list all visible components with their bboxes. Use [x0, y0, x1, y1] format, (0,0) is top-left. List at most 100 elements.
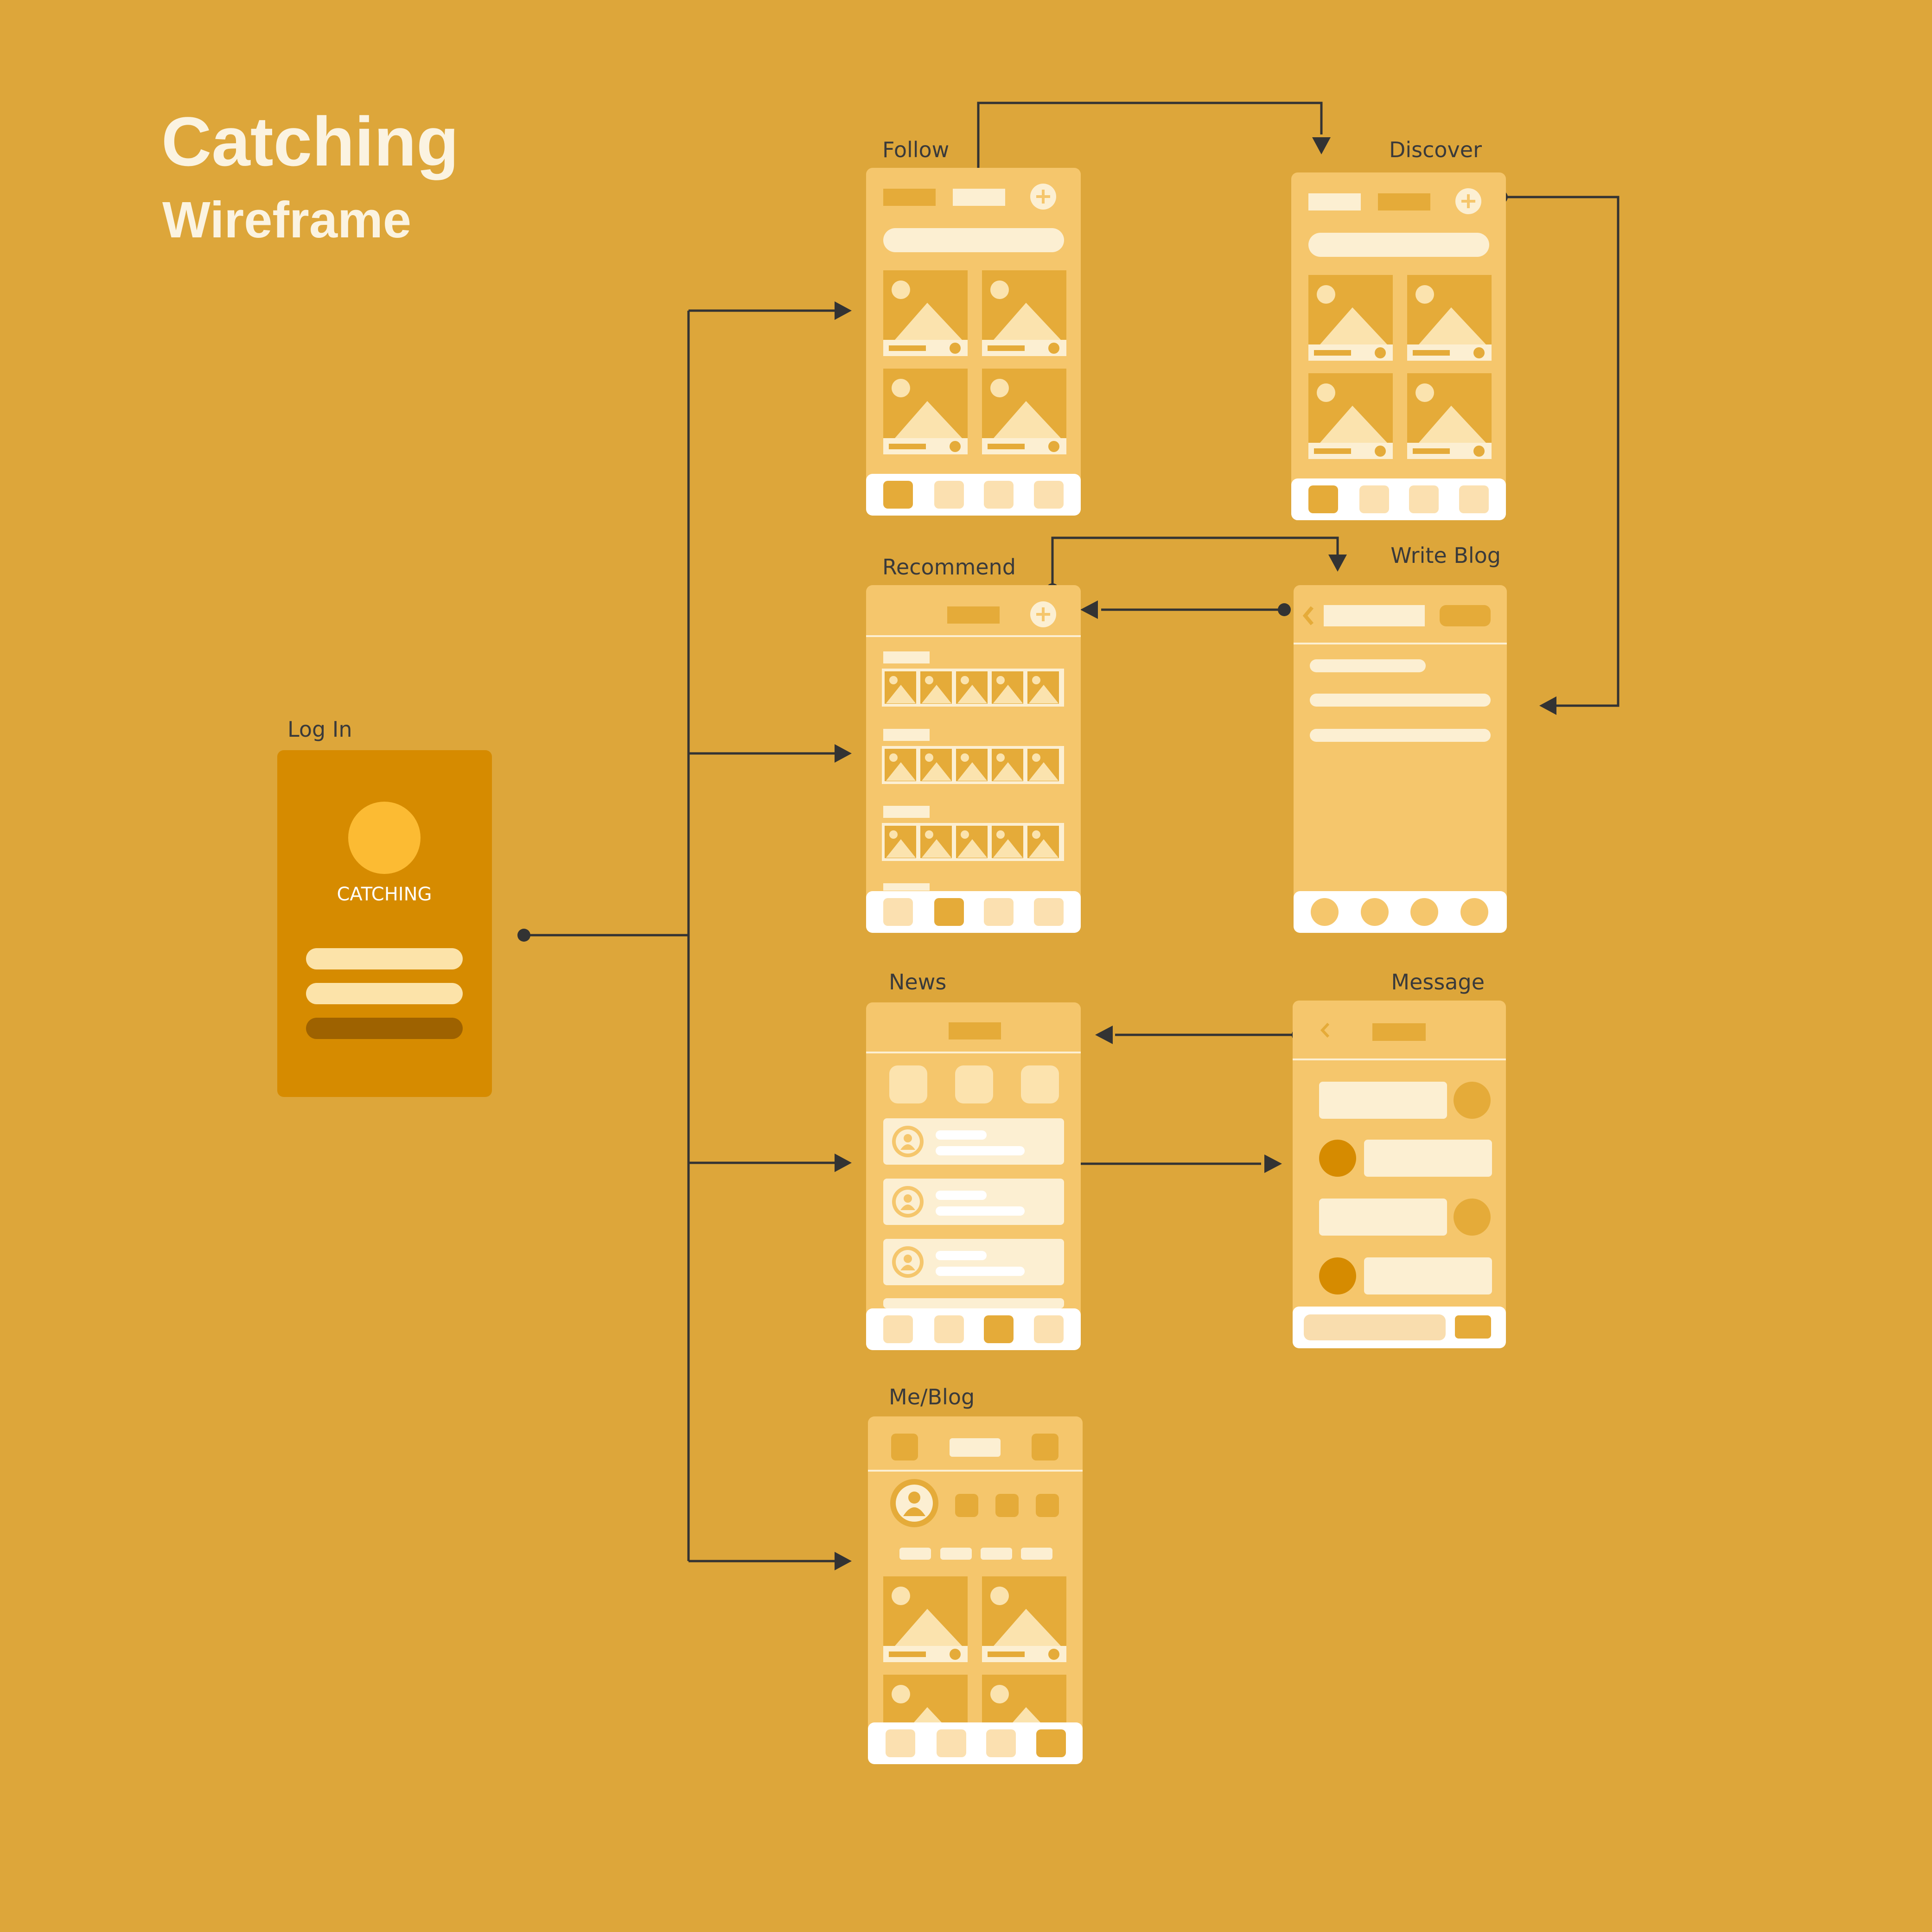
nav-icon-me[interactable] [1034, 898, 1064, 926]
avatar [1319, 1257, 1356, 1294]
format-icon[interactable] [1311, 898, 1339, 926]
bottom-nav [866, 474, 1081, 516]
profile-tab[interactable] [940, 1548, 972, 1560]
chat-bubble-received [1364, 1257, 1492, 1294]
nav-icon-home[interactable] [883, 1315, 913, 1343]
page-header [949, 1022, 1001, 1039]
screen-label-login: Log In [287, 717, 352, 742]
news-item[interactable] [883, 1179, 1064, 1225]
screen-follow[interactable] [866, 168, 1081, 516]
nav-icon-me[interactable] [1034, 481, 1064, 509]
blog-title-field[interactable] [1324, 605, 1425, 626]
nav-icon-me[interactable] [1034, 1315, 1064, 1343]
nav-icon-news[interactable] [984, 481, 1014, 509]
search-input[interactable] [1308, 233, 1489, 257]
nav-icon-recommend[interactable] [934, 481, 964, 509]
screen-label-message: Message [1391, 969, 1485, 995]
back-arrow-icon[interactable] [1320, 1022, 1330, 1038]
nav-icon-me[interactable] [1036, 1729, 1066, 1757]
page-title: Catching [161, 102, 459, 180]
news-item[interactable] [883, 1239, 1064, 1285]
nav-icon-home[interactable] [883, 898, 913, 926]
stat-icon[interactable] [1036, 1494, 1059, 1517]
message-input[interactable] [1304, 1314, 1446, 1340]
profile-tab[interactable] [981, 1548, 1012, 1560]
chat-bubble-received [1364, 1140, 1492, 1177]
nav-icon-recommend[interactable] [934, 898, 964, 926]
tab-discover[interactable] [1378, 193, 1430, 210]
nav-icon-home[interactable] [1308, 485, 1338, 513]
text-line [1310, 694, 1491, 707]
profile-avatar[interactable] [890, 1479, 938, 1527]
editor-toolbar [1294, 891, 1507, 933]
screen-me-blog[interactable] [868, 1416, 1083, 1764]
image-icon[interactable] [1361, 898, 1389, 926]
screen-news[interactable] [866, 1002, 1081, 1350]
text-line [1310, 659, 1426, 672]
nav-icon-news[interactable] [984, 898, 1014, 926]
tab-discover[interactable] [953, 189, 1005, 206]
profile-tab[interactable] [899, 1548, 931, 1560]
nav-icon-me[interactable] [1459, 485, 1489, 513]
page-header [950, 1438, 1001, 1457]
add-icon[interactable] [1455, 188, 1481, 214]
screen-message[interactable] [1293, 1001, 1506, 1348]
screen-label-write-blog: Write Blog [1390, 543, 1501, 568]
nav-icon-recommend[interactable] [937, 1729, 966, 1757]
avatar [1454, 1082, 1491, 1119]
avatar [1319, 1140, 1356, 1177]
login-button[interactable] [306, 1018, 463, 1039]
chat-bubble-sent [1319, 1199, 1447, 1236]
screen-write-blog[interactable] [1294, 585, 1507, 933]
text-line [1310, 729, 1491, 742]
logo-circle [348, 802, 421, 874]
stat-icon[interactable] [995, 1494, 1019, 1517]
bottom-nav [866, 1308, 1081, 1350]
password-field[interactable] [306, 983, 463, 1004]
category-likes[interactable] [889, 1065, 927, 1103]
page-header [947, 606, 1000, 624]
add-icon[interactable] [1030, 184, 1056, 210]
screen-recommend[interactable] [866, 585, 1081, 933]
publish-button[interactable] [1440, 605, 1491, 626]
category-followers[interactable] [1021, 1065, 1059, 1103]
screen-label-discover: Discover [1389, 137, 1482, 162]
username-field[interactable] [306, 948, 463, 969]
settings-icon[interactable] [891, 1434, 918, 1460]
screen-label-me-blog: Me/Blog [889, 1384, 975, 1409]
flow-connectors [524, 102, 1620, 1562]
nav-icon-news[interactable] [986, 1729, 1016, 1757]
tab-follow[interactable] [1308, 193, 1361, 210]
emoji-icon[interactable] [1410, 898, 1438, 926]
avatar [1454, 1199, 1491, 1236]
send-button[interactable] [1455, 1315, 1491, 1339]
tab-follow[interactable] [883, 189, 936, 206]
login-brand-text: CATCHING [337, 884, 432, 905]
nav-icon-home[interactable] [886, 1729, 915, 1757]
screen-label-follow: Follow [882, 137, 950, 162]
screen-login[interactable]: CATCHING [277, 750, 492, 1097]
nav-icon-news[interactable] [984, 1315, 1014, 1343]
nav-icon-recommend[interactable] [934, 1315, 964, 1343]
nav-icon-recommend[interactable] [1359, 485, 1389, 513]
nav-icon-news[interactable] [1409, 485, 1439, 513]
bottom-nav [1291, 478, 1506, 520]
edit-icon[interactable] [1032, 1434, 1058, 1460]
screen-label-news: News [889, 969, 947, 995]
chat-bubble-sent [1319, 1082, 1447, 1119]
add-icon[interactable] [1030, 601, 1056, 627]
bottom-nav [868, 1722, 1083, 1764]
bottom-nav [866, 891, 1081, 933]
screen-discover[interactable] [1291, 172, 1506, 520]
news-item[interactable] [883, 1118, 1064, 1165]
profile-tab[interactable] [1021, 1548, 1052, 1560]
page-header [1372, 1023, 1426, 1041]
stat-icon[interactable] [955, 1494, 978, 1517]
back-arrow-icon[interactable] [1302, 606, 1314, 625]
nav-icon-home[interactable] [883, 481, 913, 509]
tag-icon[interactable] [1460, 898, 1488, 926]
search-input[interactable] [883, 228, 1064, 252]
category-comments[interactable] [955, 1065, 993, 1103]
